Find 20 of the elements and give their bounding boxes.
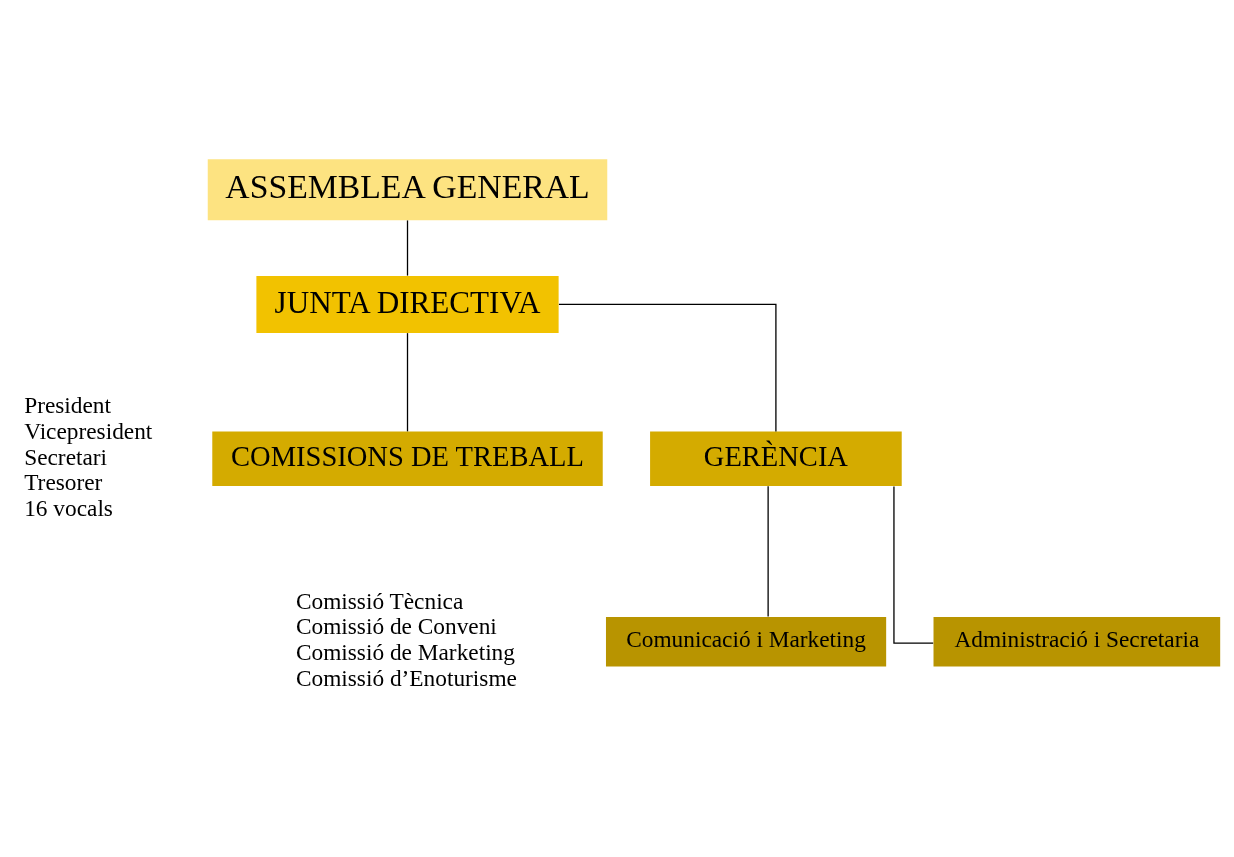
node-label: Comissió Tècnica — [295, 587, 464, 614]
connector — [893, 485, 934, 644]
node-label: Tresorer — [24, 468, 103, 495]
node-label: Secretari — [24, 443, 108, 470]
connector — [767, 485, 769, 617]
node-label: Comissió de Marketing — [295, 638, 515, 665]
node-box: Comunicació i Marketing — [605, 616, 887, 666]
node-box: Administració i Secretaria — [933, 616, 1221, 666]
node-label: President — [24, 391, 112, 418]
node-label: Comissió de Conveni — [295, 612, 497, 639]
node-box: COMISSIONS DE TREBALL — [212, 431, 603, 486]
node-box: ASSEMBLEA GENERAL — [207, 158, 608, 220]
node-box: GERÈNCIA — [650, 431, 902, 486]
node-label: 16 vocals — [24, 494, 113, 521]
node-label: Comissió d’Enoturisme — [295, 664, 517, 691]
node-label: Vicepresident — [24, 417, 153, 444]
connector — [406, 219, 409, 276]
connector — [406, 332, 409, 432]
connector — [558, 303, 777, 432]
node-box: JUNTA DIRECTIVA — [256, 275, 559, 333]
